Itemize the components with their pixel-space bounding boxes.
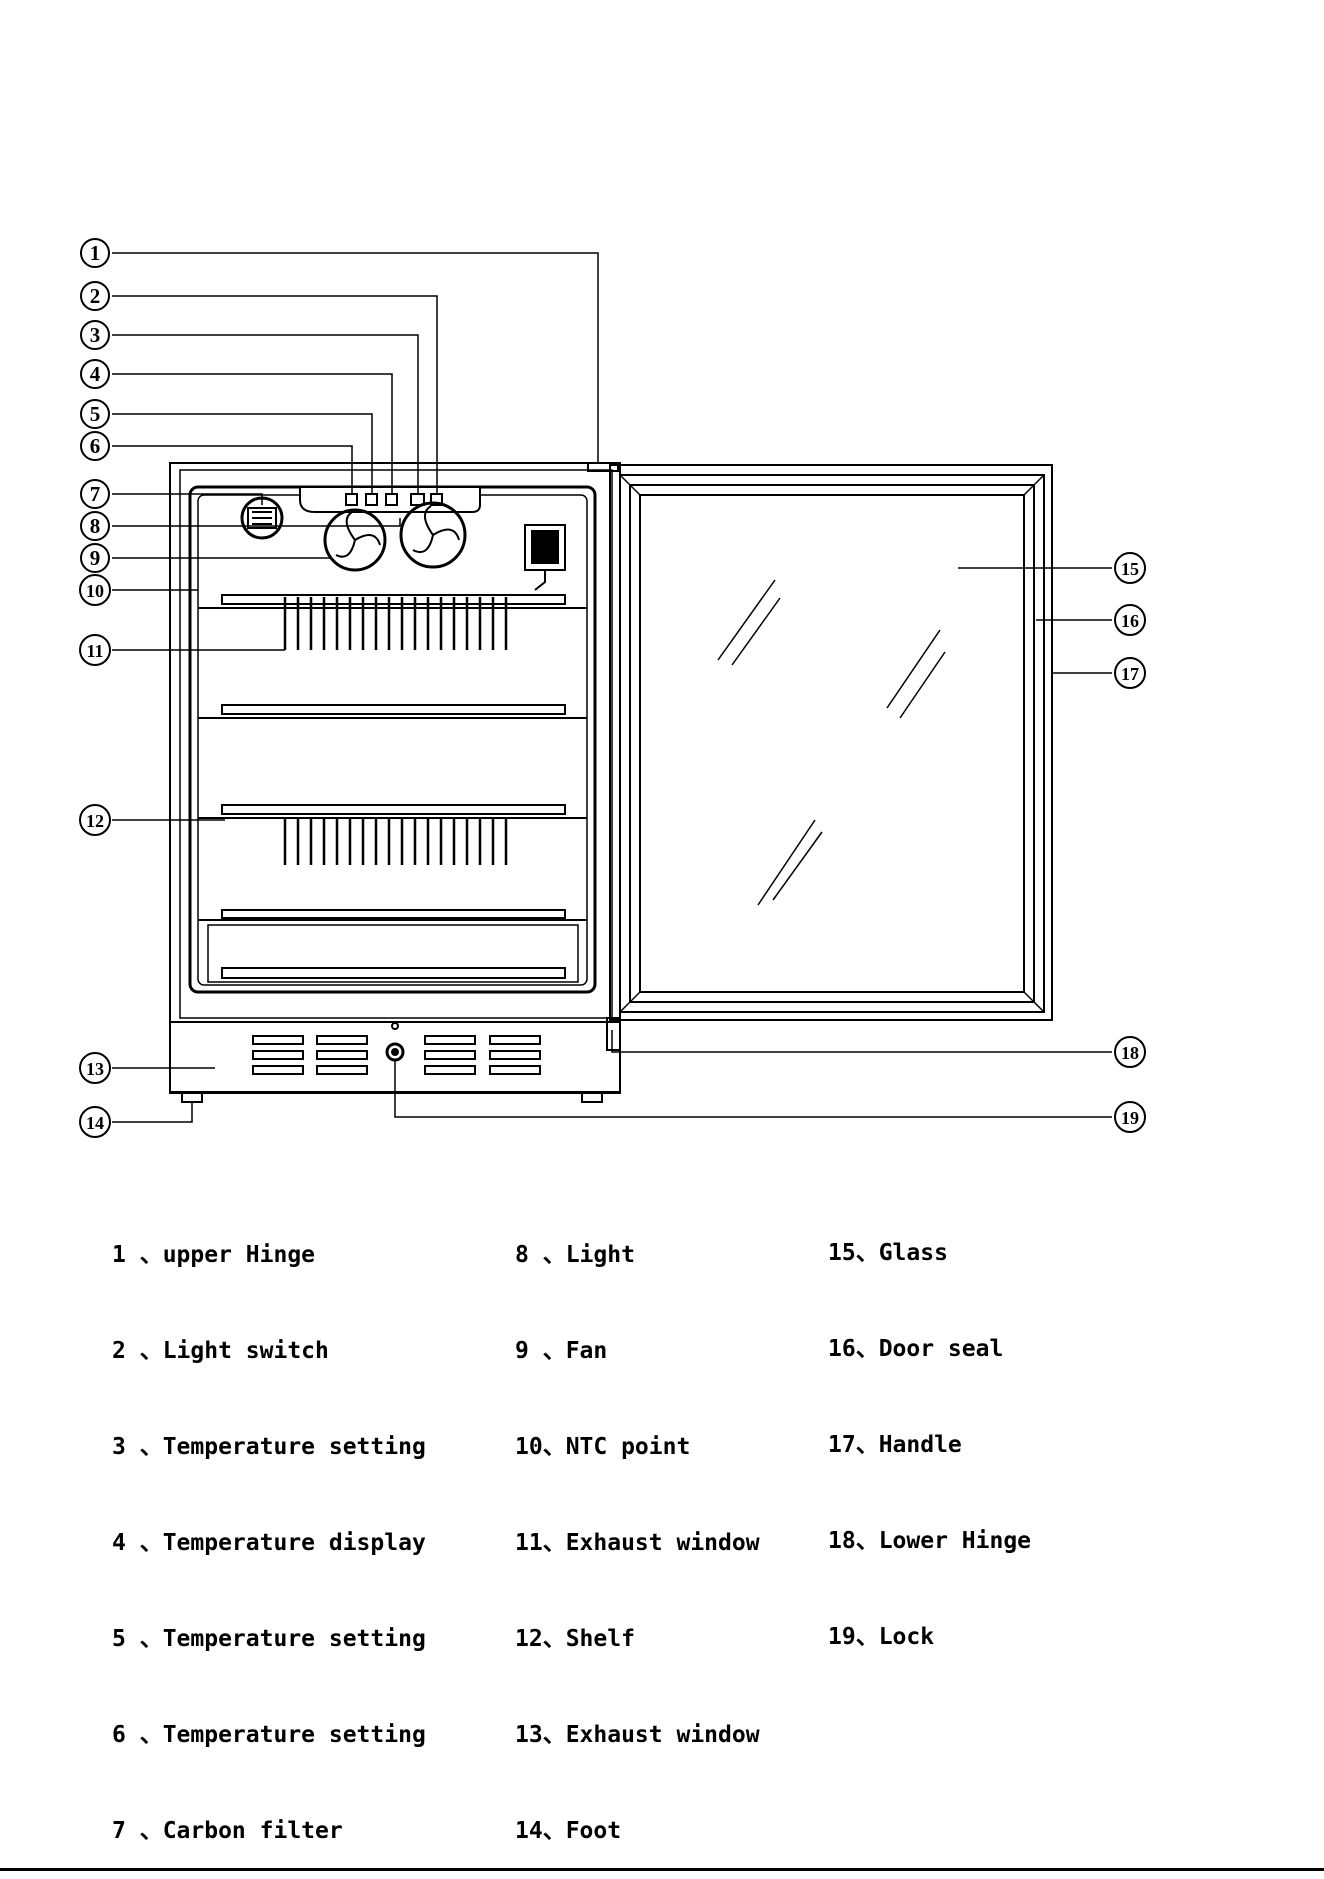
callout-17: 17 (1114, 657, 1146, 689)
svg-text:11: 11 (86, 641, 103, 661)
svg-text:10: 10 (86, 581, 104, 601)
lower-hinge (606, 1017, 621, 1051)
cabinet (169, 462, 621, 1103)
svg-text:2: 2 (90, 284, 101, 308)
legend-item-18: 18、Lower Hinge (828, 1528, 1032, 1554)
legend-item-13: 13、Exhaust window (515, 1722, 760, 1748)
callout-16: 16 (1114, 604, 1146, 636)
legend-item-5: 5 、Temperature setting (112, 1626, 426, 1652)
svg-text:15: 15 (1121, 559, 1139, 579)
callout-markers: 1 2 3 4 5 6 7 8 9 10 11 12 13 14 15 16 1… (79, 238, 1146, 1138)
legend-item-1: 1 、upper Hinge (112, 1242, 316, 1268)
glass-reflection (717, 579, 946, 906)
callout-6: 6 (80, 431, 110, 461)
glass-door (609, 464, 1053, 1021)
callout-7: 7 (80, 479, 110, 509)
svg-text:7: 7 (90, 482, 101, 506)
svg-text:13: 13 (86, 1059, 104, 1079)
svg-text:9: 9 (90, 546, 101, 570)
callout-11: 11 (79, 634, 111, 666)
callout-3: 3 (80, 320, 110, 350)
legend-column-1: 1 、upper Hinge 2 、Light switch 3 、Temper… (112, 1175, 426, 1879)
legend-item-6: 6 、Temperature setting (112, 1722, 426, 1748)
callout-9: 9 (80, 543, 110, 573)
callout-2: 2 (80, 281, 110, 311)
legend-item-16: 16、Door seal (828, 1336, 1004, 1362)
leader-lines (112, 252, 1112, 1123)
callout-18: 18 (1114, 1036, 1146, 1068)
svg-text:18: 18 (1121, 1043, 1139, 1063)
callout-15: 15 (1114, 552, 1146, 584)
upper-hinge (587, 462, 619, 472)
legend-item-19: 19、Lock (828, 1624, 935, 1650)
legend-item-7: 7 、Carbon filter (112, 1818, 343, 1844)
base-vents (252, 1035, 541, 1075)
callout-19: 19 (1114, 1101, 1146, 1133)
callout-12: 12 (79, 804, 111, 836)
legend-item-8: 8 、Light (515, 1242, 635, 1268)
svg-text:1: 1 (90, 241, 101, 265)
legend-item-11: 11、Exhaust window (515, 1530, 760, 1556)
svg-text:8: 8 (90, 514, 101, 538)
svg-text:3: 3 (90, 323, 101, 347)
legend-item-9: 9 、Fan (515, 1338, 608, 1364)
callout-10: 10 (79, 574, 111, 606)
legend-item-3: 3 、Temperature setting (112, 1434, 426, 1460)
exhaust-window-slots (283, 597, 508, 865)
callout-8: 8 (80, 511, 110, 541)
shelves (198, 594, 587, 983)
legend-item-14: 14、Foot (515, 1818, 622, 1844)
svg-text:17: 17 (1121, 664, 1139, 684)
foot-right (581, 1091, 603, 1103)
fan-right (399, 501, 467, 569)
svg-text:4: 4 (90, 362, 101, 386)
legend-item-12: 12、Shelf (515, 1626, 635, 1652)
svg-text:19: 19 (1121, 1108, 1139, 1128)
legend-item-15: 15、Glass (828, 1240, 948, 1266)
fan-left (323, 508, 387, 572)
bottom-rule (0, 1868, 1324, 1871)
legend-item-4: 4 、Temperature display (112, 1530, 426, 1556)
legend-item-2: 2 、Light switch (112, 1338, 329, 1364)
svg-text:16: 16 (1121, 611, 1139, 631)
svg-text:5: 5 (90, 402, 101, 426)
legend-item-17: 17、Handle (828, 1432, 962, 1458)
legend-column-2: 8 、Light 9 、Fan 10、NTC point 11、Exhaust … (515, 1175, 760, 1879)
carbon-filter (247, 507, 277, 529)
legend-item-10: 10、NTC point (515, 1434, 691, 1460)
svg-text:12: 12 (86, 811, 104, 831)
legend-column-3: 15、Glass 16、Door seal 17、Handle 18、Lower… (828, 1173, 1031, 1685)
callout-13: 13 (79, 1052, 111, 1084)
callout-5: 5 (80, 399, 110, 429)
callout-1: 1 (80, 238, 110, 268)
svg-text:14: 14 (86, 1113, 104, 1133)
svg-text:6: 6 (90, 434, 101, 458)
callout-14: 14 (79, 1106, 111, 1138)
callout-4: 4 (80, 359, 110, 389)
